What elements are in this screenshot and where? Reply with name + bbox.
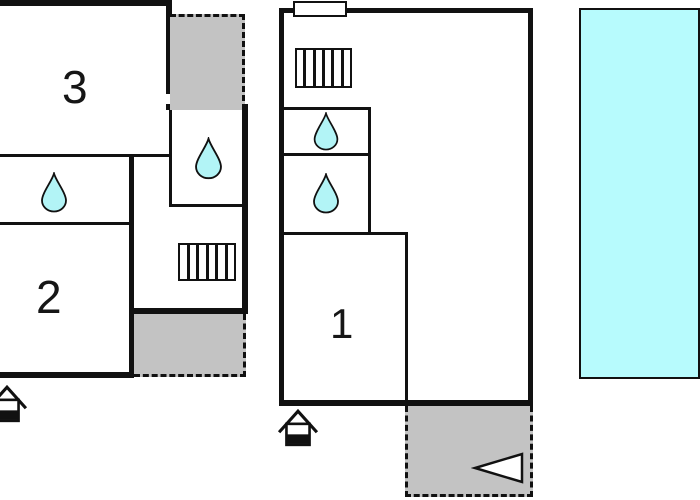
door-opening bbox=[293, 1, 347, 17]
exterior-wall bbox=[279, 400, 533, 406]
interior-wall bbox=[284, 107, 371, 110]
water-drop-icon bbox=[41, 172, 67, 213]
exterior-wall bbox=[528, 8, 533, 406]
exterior-wall bbox=[242, 104, 248, 314]
swimming-pool bbox=[579, 8, 700, 379]
terrace-patio-a bbox=[170, 14, 245, 110]
water-drop-icon bbox=[195, 137, 222, 180]
exterior-wall bbox=[129, 154, 134, 378]
entrance-icon bbox=[0, 384, 28, 423]
interior-wall bbox=[368, 107, 371, 235]
room-label-2: 2 bbox=[36, 271, 62, 323]
water-drop-icon bbox=[313, 112, 339, 151]
terrace-patio-c bbox=[405, 406, 533, 497]
exterior-wall bbox=[279, 8, 533, 13]
interior-wall bbox=[169, 204, 245, 207]
terrace-patio-b bbox=[134, 314, 246, 377]
exterior-wall bbox=[0, 0, 172, 6]
room-label-3: 3 bbox=[62, 61, 88, 113]
exterior-wall bbox=[129, 308, 248, 314]
interior-wall bbox=[169, 110, 172, 207]
entrance-icon bbox=[277, 408, 319, 447]
stairs-icon bbox=[295, 48, 352, 88]
interior-wall bbox=[0, 222, 131, 225]
stairs-icon bbox=[178, 243, 236, 281]
direction-arrow-icon bbox=[471, 452, 524, 484]
exterior-wall bbox=[279, 8, 284, 406]
water-drop-icon bbox=[313, 173, 339, 214]
interior-wall bbox=[0, 154, 172, 157]
interior-wall bbox=[284, 232, 408, 235]
exterior-wall bbox=[0, 372, 134, 378]
exterior-wall bbox=[166, 0, 172, 94]
room-label-1: 1 bbox=[330, 300, 354, 347]
interior-wall bbox=[405, 232, 408, 400]
interior-wall bbox=[284, 153, 371, 156]
